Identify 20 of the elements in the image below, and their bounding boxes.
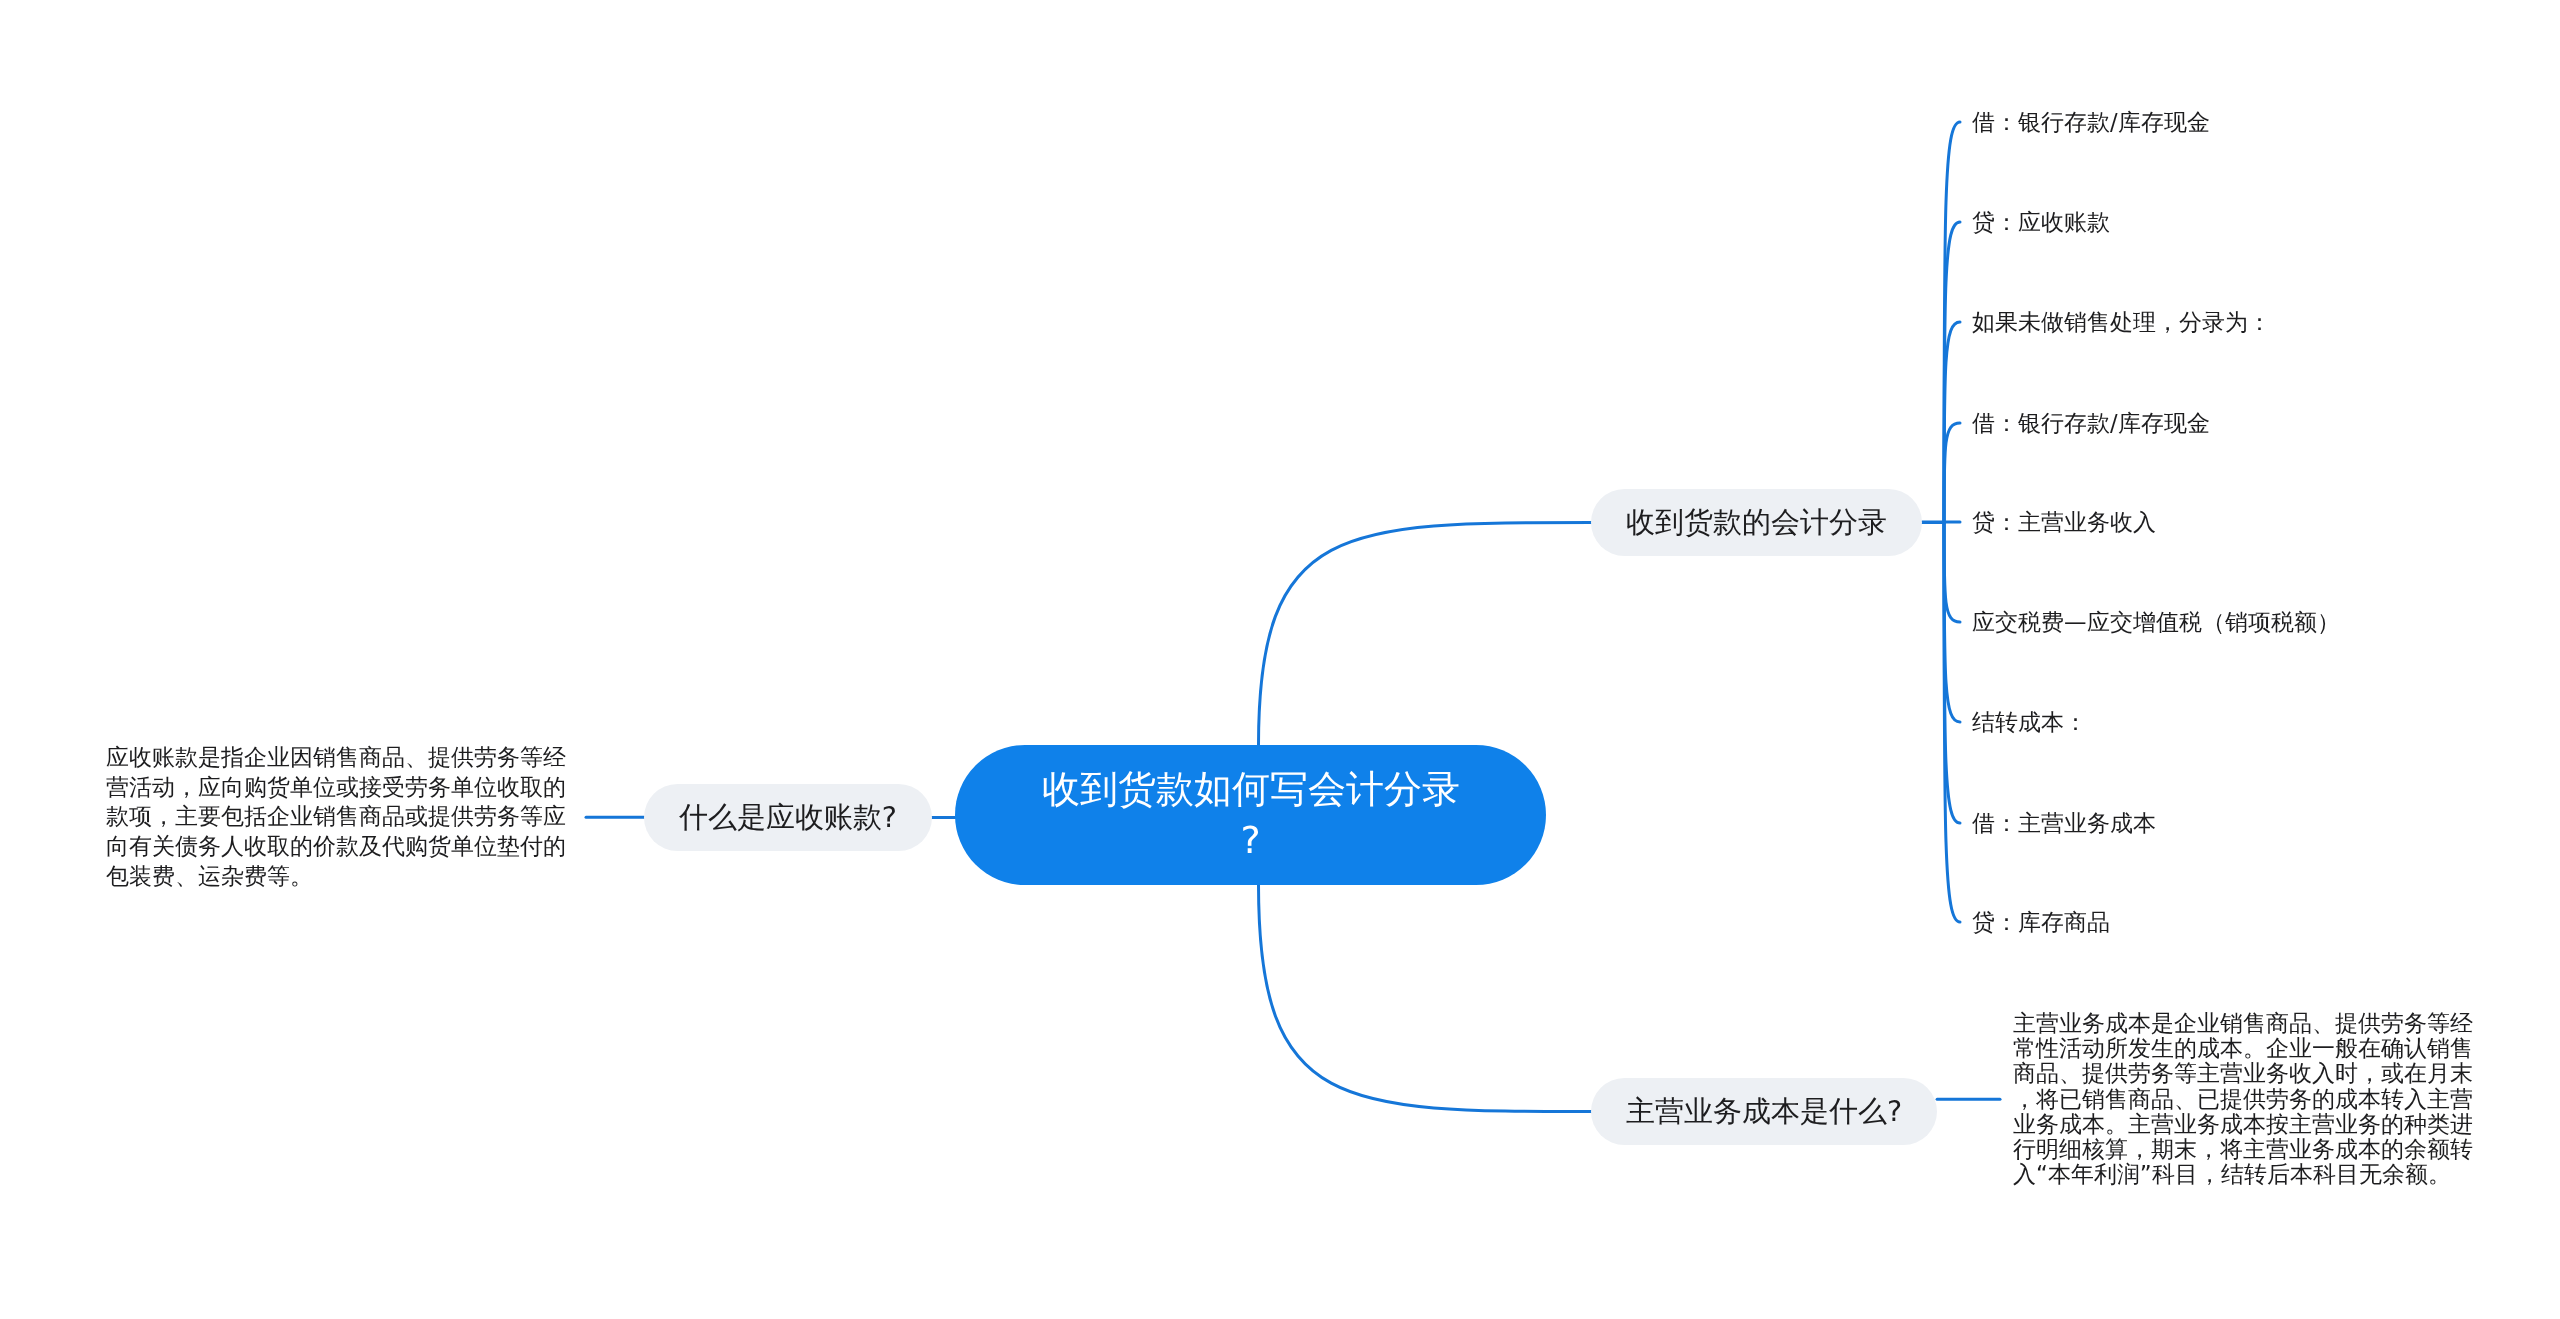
note-text: 主营业务成本是企业销售商品、提供劳务等经常性活动所发生的成本。企业一般在确认销售商品、提供劳务等主营业务收入时，或在月末，将已销售商品、已提供劳务的成本转入主营业务成本。主营业务成本按主营业务的种类进行明细核算，期末，将主营业务成本的余额转入“本年利润”科目，结转后本科目无余额。 (2000, 1011, 2476, 1188)
entry-text: 借：银行存款/库存现金 (1960, 107, 2210, 137)
subtopic-box: 什么是应收账款? (643, 784, 932, 851)
entry-text: 贷：应收账款 (1960, 207, 2110, 237)
connector-line (1257, 883, 1593, 1113)
connector-line (584, 815, 646, 819)
connector-line (930, 816, 957, 819)
subtopic-box: 收到货款的会计分录 (1591, 489, 1922, 556)
entry-text: 贷：主营业务收入 (1960, 507, 2156, 537)
connector-line (1935, 1097, 2002, 1101)
note-text: 应收账款是指企业因销售商品、提供劳务等经营活动，应向购货单位或接受劳务单位收取的款项，主要包括企业销售商品或提供劳务等应向有关债务人收取的价款及代购货单位垫付的包装费、运杂费等。 (106, 743, 586, 892)
entry-text: 应交税费—应交增值税（销项税额） (1960, 607, 2340, 637)
entry-text: 结转成本： (1960, 707, 2087, 737)
entry-text: 借：银行存款/库存现金 (1960, 408, 2210, 438)
entry-text: 贷：库存商品 (1960, 907, 2110, 937)
connector-line (1257, 521, 1593, 747)
entry-text: 如果未做销售处理，分录为： (1960, 307, 2271, 337)
topic-box: 收到货款如何写会计分录? (955, 745, 1546, 885)
subtopic-box: 主营业务成本是什么? (1591, 1078, 1938, 1145)
entry-text: 借：主营业务成本 (1960, 808, 2156, 838)
